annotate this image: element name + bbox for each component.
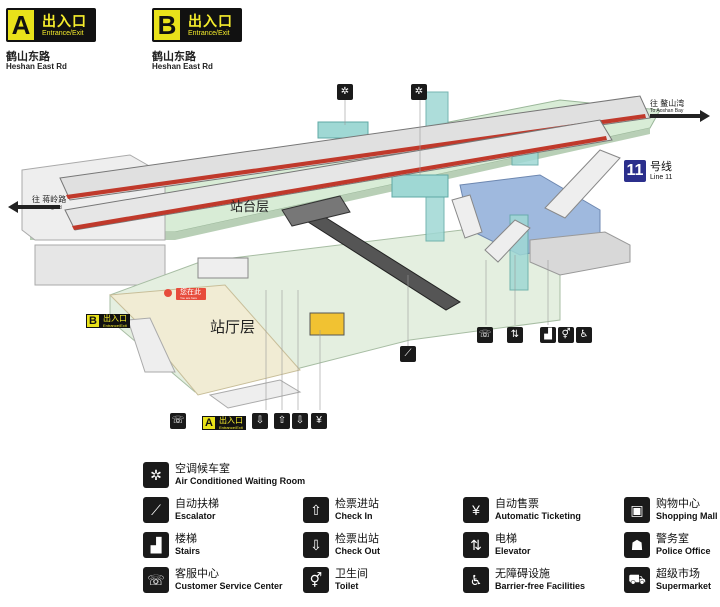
customer-service-icon: ☏ bbox=[477, 327, 493, 343]
entrance-b-road-en: Heshan East Rd bbox=[152, 62, 213, 71]
entrance-b-badge: B 出入口 Entrance/Exit bbox=[152, 8, 242, 42]
check-out-icon: ⇩ bbox=[252, 413, 268, 429]
elevator-icon: ⇅ bbox=[463, 532, 489, 558]
customer-service-desk bbox=[309, 312, 345, 336]
wheelchair-icon: ♿ bbox=[463, 567, 489, 593]
entrance-a-road-en: Heshan East Rd bbox=[6, 62, 67, 71]
check-out-icon: ⇩ bbox=[303, 532, 329, 558]
line-11-label-cn: 号线 bbox=[650, 160, 672, 173]
right-direction-en: To Aoshan Bay bbox=[650, 108, 684, 114]
line-11-number: 11 bbox=[624, 160, 646, 182]
ticket-office-box bbox=[197, 257, 249, 279]
air-conditioning-icon: ✲ bbox=[411, 84, 427, 100]
stairs-middle bbox=[484, 219, 531, 263]
escalator-platform bbox=[281, 195, 351, 227]
entrance-a-road-cn: 鹤山东路 bbox=[6, 51, 50, 63]
elevator-shaft-2 bbox=[425, 195, 445, 242]
check-out-icon: ⇩ bbox=[292, 413, 308, 429]
entrance-b-letter: B bbox=[154, 10, 180, 40]
escalator-icon: ⟋ bbox=[400, 346, 416, 362]
entrance-a-badge: A 出入口 Entrance/Exit bbox=[6, 8, 96, 42]
concourse-floor-label: 站厅层 bbox=[210, 319, 256, 336]
entrance-b: B 出入口 Entrance/Exit bbox=[152, 8, 242, 42]
platform-structure-left-front bbox=[34, 244, 166, 286]
entrance-b-road-cn: 鹤山东路 bbox=[152, 51, 196, 63]
stairs-right bbox=[544, 149, 621, 219]
entrance-b-label-en: Entrance/Exit bbox=[188, 29, 230, 37]
left-direction-arrow bbox=[8, 201, 60, 213]
toilet-icon: ⚥ bbox=[303, 567, 329, 593]
you-are-here-label bbox=[176, 288, 206, 300]
shopping-mall-icon: ▣ bbox=[624, 497, 650, 523]
customer-service-icon: ☏ bbox=[170, 413, 186, 429]
right-direction-label: 往 鳌山湾 bbox=[650, 99, 685, 108]
toilet-icon: ⚥ bbox=[558, 327, 574, 343]
entrance-b-passage bbox=[127, 317, 176, 373]
customer-service-icon: ☏ bbox=[143, 567, 169, 593]
platform-floor-label: 站台层 bbox=[230, 199, 270, 214]
line-11-badge: 11 号线 Line 11 bbox=[624, 160, 672, 182]
entrance-a-label-cn: 出入口 bbox=[42, 12, 87, 29]
stairs-icon: ▟ bbox=[540, 327, 556, 343]
stairs-platform bbox=[451, 194, 483, 239]
left-direction-en: To Wuling Rd bbox=[32, 205, 62, 211]
service-room-right bbox=[529, 231, 631, 276]
waiting-room-right bbox=[391, 174, 449, 198]
entrance-a-letter: A bbox=[8, 10, 34, 40]
entrance-a: A 出入口 Entrance/Exit bbox=[6, 8, 96, 42]
air-conditioning-icon: ✲ bbox=[337, 84, 353, 100]
elevator-icon: ⇅ bbox=[507, 327, 523, 343]
air-conditioning-icon: ✲ bbox=[143, 462, 169, 488]
entrance-a-label-en: Entrance/Exit bbox=[42, 29, 84, 37]
entrance-a-passage bbox=[208, 379, 302, 409]
you-are-here-dot bbox=[164, 289, 172, 297]
check-in-icon: ⇧ bbox=[274, 413, 290, 429]
you-are-here-en: You are here bbox=[180, 296, 198, 300]
supermarket-icon: ⛟ bbox=[624, 567, 650, 593]
station-map bbox=[8, 91, 710, 410]
train-front bbox=[64, 119, 613, 231]
ticket-machine-icon: ¥ bbox=[311, 413, 327, 429]
you-are-here-cn: 您在此 bbox=[180, 289, 201, 296]
line-11-label-en: Line 11 bbox=[650, 173, 673, 181]
wheelchair-icon: ♿ bbox=[576, 327, 592, 343]
police-office-icon: ☗ bbox=[624, 532, 650, 558]
escalator-icon: ⟋ bbox=[143, 497, 169, 523]
left-direction-label: 往 蒋岭路 bbox=[32, 195, 67, 204]
entrance-b-label-cn: 出入口 bbox=[188, 12, 233, 29]
check-in-icon: ⇧ bbox=[303, 497, 329, 523]
stairs-icon: ▟ bbox=[143, 532, 169, 558]
right-direction-arrow bbox=[650, 110, 710, 122]
ticket-machine-icon: ¥ bbox=[463, 497, 489, 523]
